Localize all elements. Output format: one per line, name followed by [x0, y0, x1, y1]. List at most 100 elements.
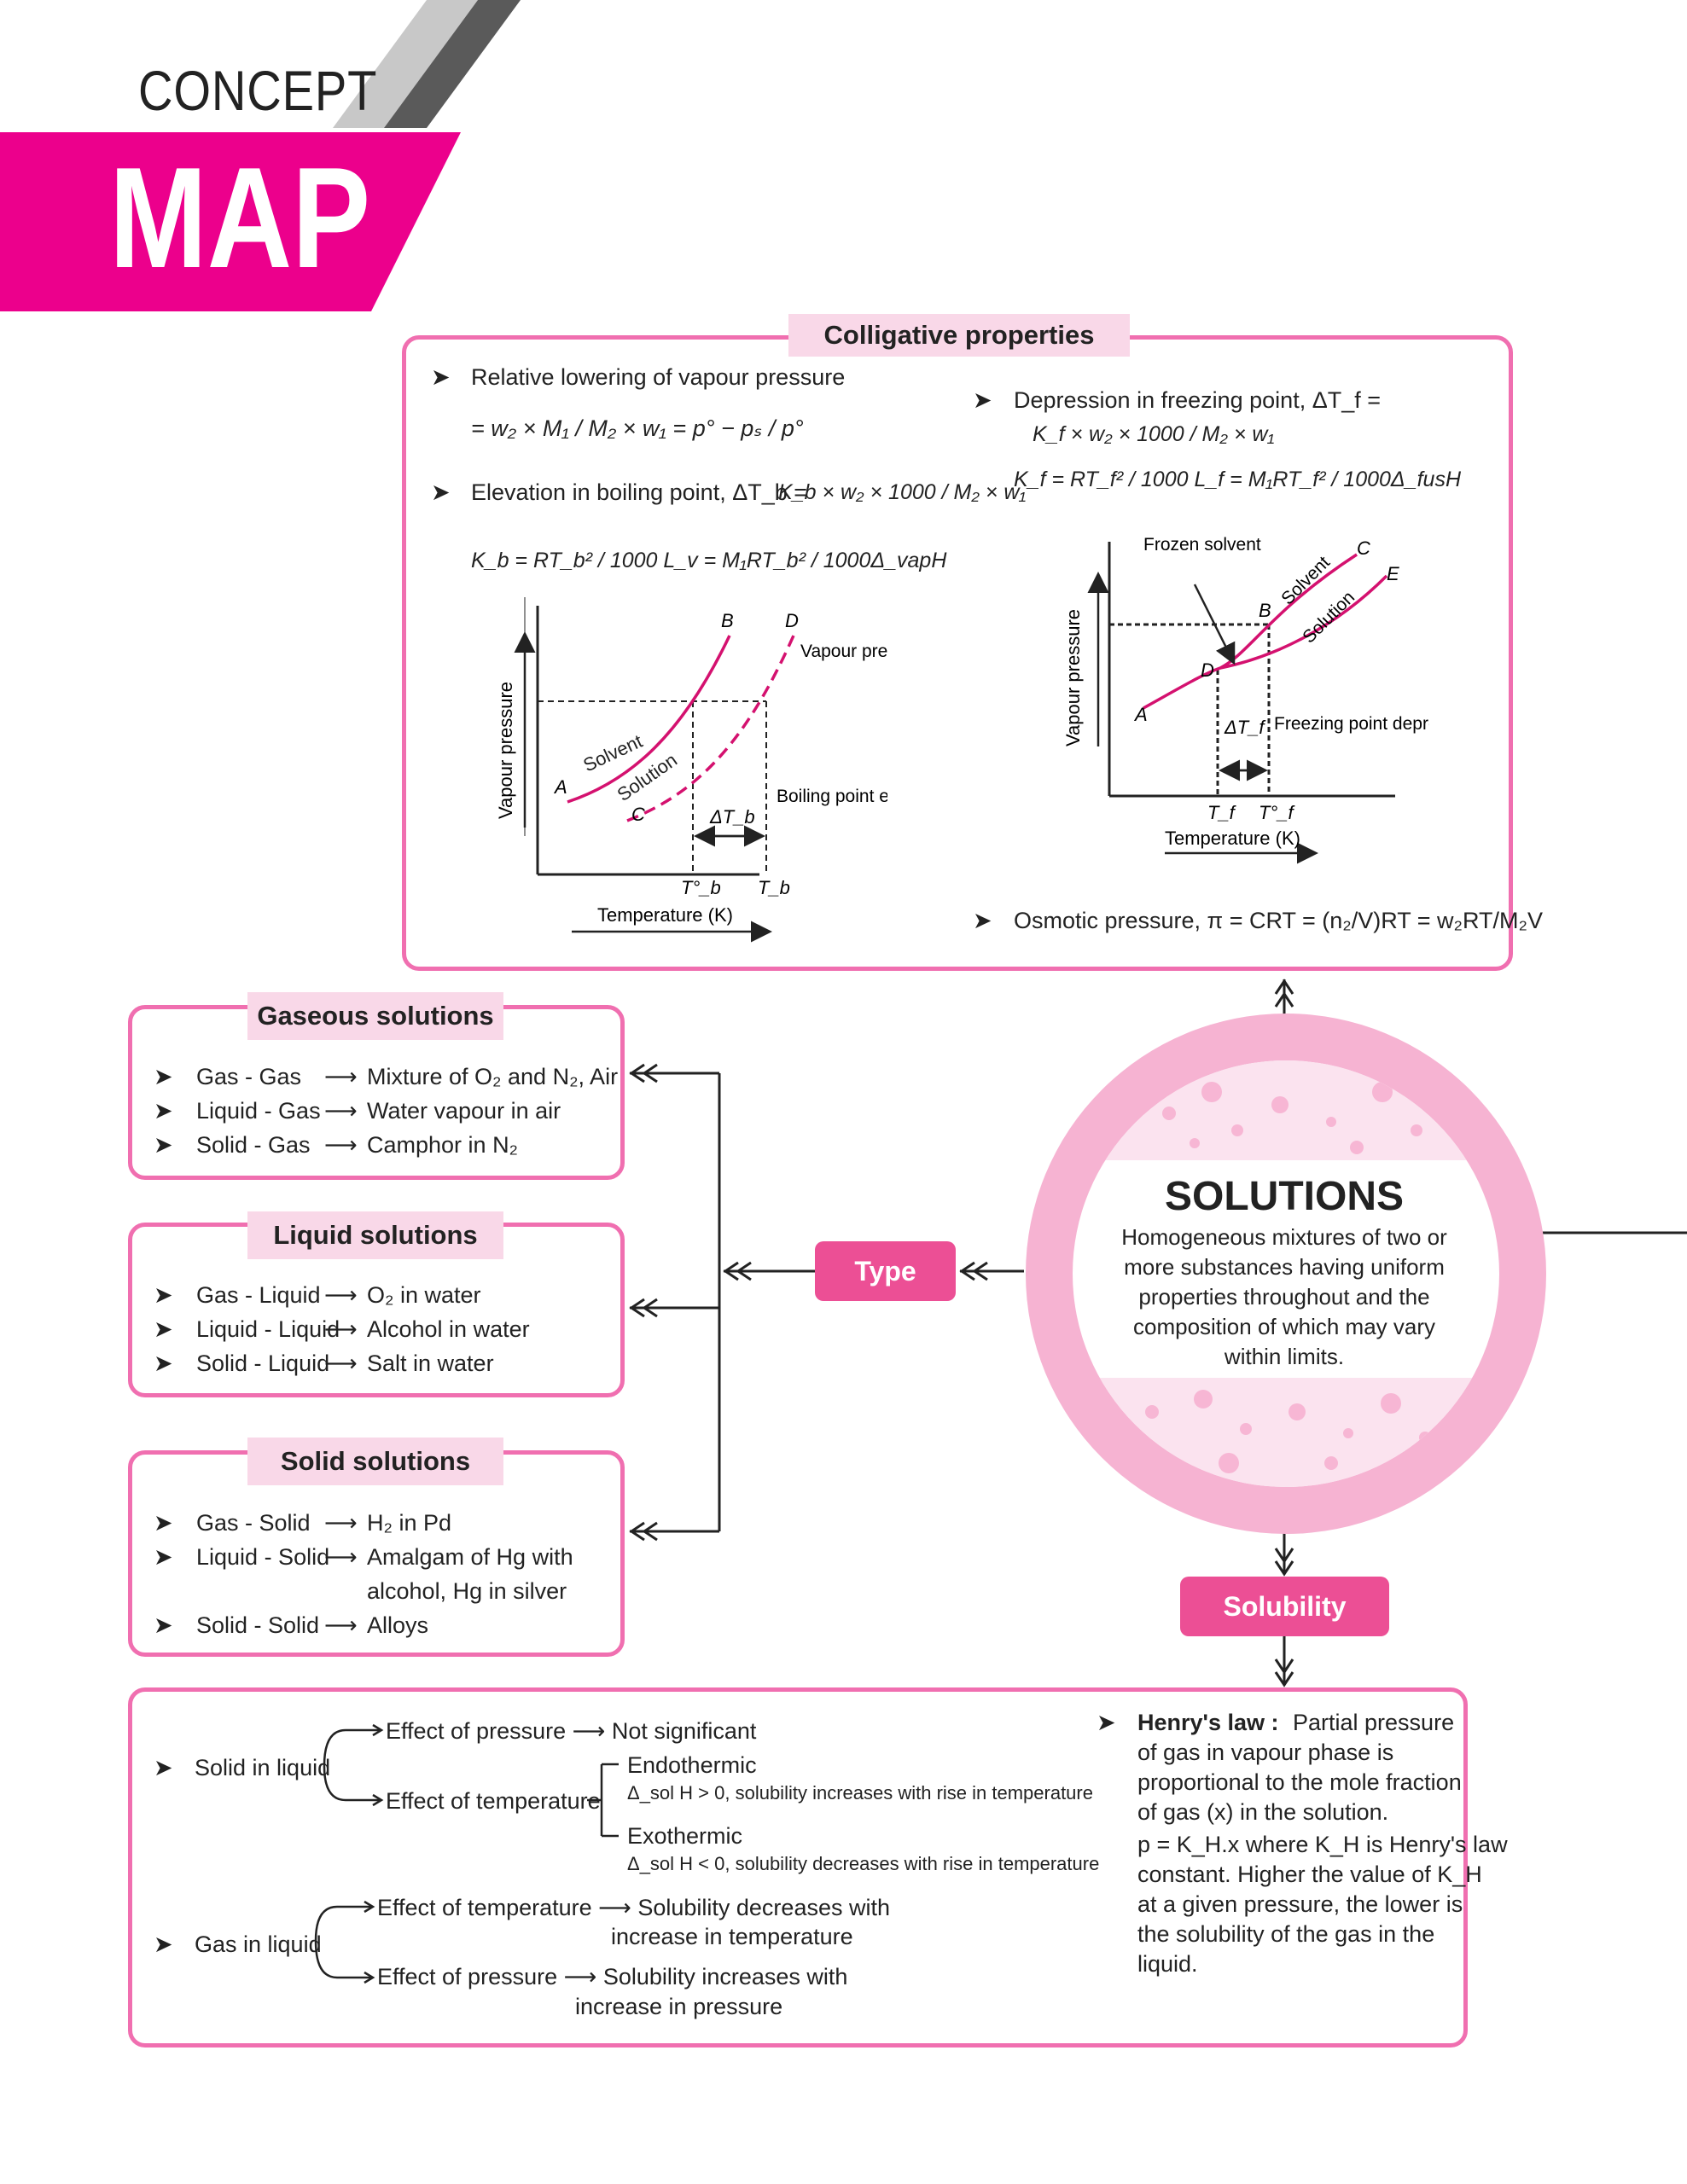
row-arrow: ⟶: [324, 1316, 358, 1342]
row-example: Alloys: [367, 1612, 429, 1638]
solid-in-liquid: Solid in liquid: [195, 1755, 331, 1780]
row-arrow: ⟶: [324, 1350, 358, 1376]
bp-elev: Boiling point elevation: [777, 787, 887, 806]
henry-l7: at a given pressure, the lower is: [1137, 1891, 1463, 1917]
row-arrow: ⟶: [324, 1064, 358, 1089]
fp-B: B: [1259, 600, 1271, 621]
henry-l9: liquid.: [1137, 1951, 1198, 1977]
row-example: O₂ in water: [367, 1282, 481, 1308]
fp-tf0: T°_f: [1259, 802, 1295, 823]
colligative-box: [402, 335, 1513, 971]
gil-temp2: increase in temperature: [611, 1924, 853, 1949]
exo-note: Δ_sol H < 0, solubility decreases with r…: [627, 1853, 1100, 1874]
row-arrow: ⟶: [324, 1282, 358, 1308]
row-bullet: ➤: [154, 1612, 173, 1638]
gaseous-row: ➤ ⟶ Solid - Gas Camphor in N₂: [154, 1130, 597, 1161]
row-arrow: ⟶: [324, 1132, 358, 1158]
row-example: Alcohol in water: [367, 1316, 530, 1342]
fp-depr: Freezing point depression: [1274, 714, 1429, 734]
row-example: Water vapour in air: [367, 1098, 561, 1124]
banner-graphic: [0, 0, 521, 311]
type-pill: Type: [815, 1241, 956, 1301]
fp-A: A: [1133, 704, 1148, 725]
henry-l2: of gas in vapour phase is: [1137, 1740, 1394, 1765]
fp-bullet: ➤: [973, 387, 992, 413]
row-type: Gas - Liquid: [196, 1282, 321, 1308]
solid-header: Solid solutions: [247, 1438, 503, 1485]
kb-formula: K_b = RT_b² / 1000 L_v = M₁RT_b² / 1000Δ…: [471, 549, 947, 572]
sil-temp: Effect of temperature: [386, 1788, 601, 1814]
row-example: Salt in water: [367, 1350, 494, 1376]
row-type: Gas - Solid: [196, 1510, 311, 1536]
row-example: Camphor in N₂: [367, 1132, 519, 1158]
bp-C: C: [631, 804, 645, 825]
sil-pressure: Effect of pressure ⟶ Not significant: [386, 1718, 757, 1744]
liquid-row: ➤ ⟶Gas - Liquid O₂ in water: [154, 1281, 597, 1311]
bp-delta: ΔT_b: [709, 806, 755, 828]
exo: Exothermic: [627, 1823, 743, 1849]
bp-formula: K_b × w₂ × 1000 / M₂ × w₁: [778, 480, 1027, 504]
banner-map: MAP: [109, 137, 371, 298]
bp-A: A: [553, 776, 567, 798]
bp-B: B: [721, 610, 734, 631]
bp-ylabel: Vapour pressure: [495, 682, 516, 819]
solutions-desc5: within limits.: [1224, 1344, 1345, 1369]
solutions-desc4: composition of which may vary: [1132, 1314, 1436, 1339]
row-example: alcohol, Hg in silver: [367, 1578, 567, 1604]
bp-vp-curve: Vapour pressure curve: [800, 642, 887, 661]
kf-formula: K_f = RT_f² / 1000 L_f = M₁RT_f² / 1000Δ…: [1014, 468, 1461, 491]
henry-l5: p = K_H.x where K_H is Henry's law: [1137, 1832, 1508, 1857]
gil-bullet: ➤: [154, 1931, 173, 1957]
row-type: Liquid - Liquid: [196, 1316, 340, 1342]
colligative-header: Colligative properties: [788, 314, 1130, 357]
bp-D: D: [785, 610, 799, 631]
rlvp-bullet: ➤: [431, 364, 451, 390]
row-example: Mixture of O₂ and N₂, Air: [367, 1064, 619, 1089]
fp-xlabel: Temperature (K): [1165, 828, 1300, 849]
row-arrow: ⟶: [324, 1098, 358, 1124]
solutions-desc3: properties throughout and the: [1138, 1284, 1430, 1310]
row-type: Liquid - Solid: [196, 1544, 330, 1570]
solubility-pill: Solubility: [1180, 1577, 1389, 1636]
henry-bullet: ➤: [1097, 1710, 1116, 1735]
solutions-desc2: more substances having uniform: [1124, 1254, 1445, 1280]
bp-tb: T_b: [758, 877, 790, 898]
solutions-title: SOLUTIONS: [1164, 1174, 1404, 1219]
boiling-point-chart: Vapour pressure Temperature (K) Solvent …: [495, 597, 887, 943]
bp-bullet: ➤: [431, 479, 451, 505]
henry-l4: of gas (x) in the solution.: [1137, 1799, 1389, 1825]
bp-tb0: T°_b: [681, 877, 721, 898]
henry-title: Henry's law :: [1137, 1710, 1279, 1735]
fp-formula: K_f × w₂ × 1000 / M₂ × w₁: [1033, 422, 1275, 446]
fp-tf: T_f: [1207, 802, 1237, 823]
row-type: Solid - Liquid: [196, 1350, 330, 1376]
sil-bullet: ➤: [154, 1755, 173, 1780]
row-type: Solid - Solid: [196, 1612, 320, 1638]
solutions-desc1: Homogeneous mixtures of two or: [1121, 1224, 1447, 1250]
row-example: H₂ in Pd: [367, 1510, 452, 1536]
banner-concept: CONCEPT: [138, 59, 378, 122]
rlvp-formula: = w₂ × M₁ / M₂ × w₁ = p° − pₛ / p°: [471, 415, 804, 441]
fp-E: E: [1387, 563, 1399, 584]
row-bullet: ➤: [154, 1282, 173, 1308]
endo: Endothermic: [627, 1752, 757, 1778]
gil-pressure2: increase in pressure: [575, 1994, 783, 2019]
solubility-box: [128, 1687, 1468, 2048]
row-type: Liquid - Gas: [196, 1098, 321, 1124]
henry-l3: proportional to the mole fraction: [1137, 1769, 1462, 1795]
row-type: Solid - Gas: [196, 1132, 311, 1158]
henry-l6: constant. Higher the value of K_H: [1137, 1862, 1482, 1887]
row-bullet: ➤: [154, 1132, 173, 1158]
row-arrow: ⟶: [324, 1510, 358, 1536]
fp-delta: ΔT_f: [1224, 717, 1266, 738]
fp-label: Depression in freezing point, ΔT_f =: [1014, 387, 1382, 413]
bp-label: Elevation in boiling point, ΔT_b =: [471, 479, 808, 505]
